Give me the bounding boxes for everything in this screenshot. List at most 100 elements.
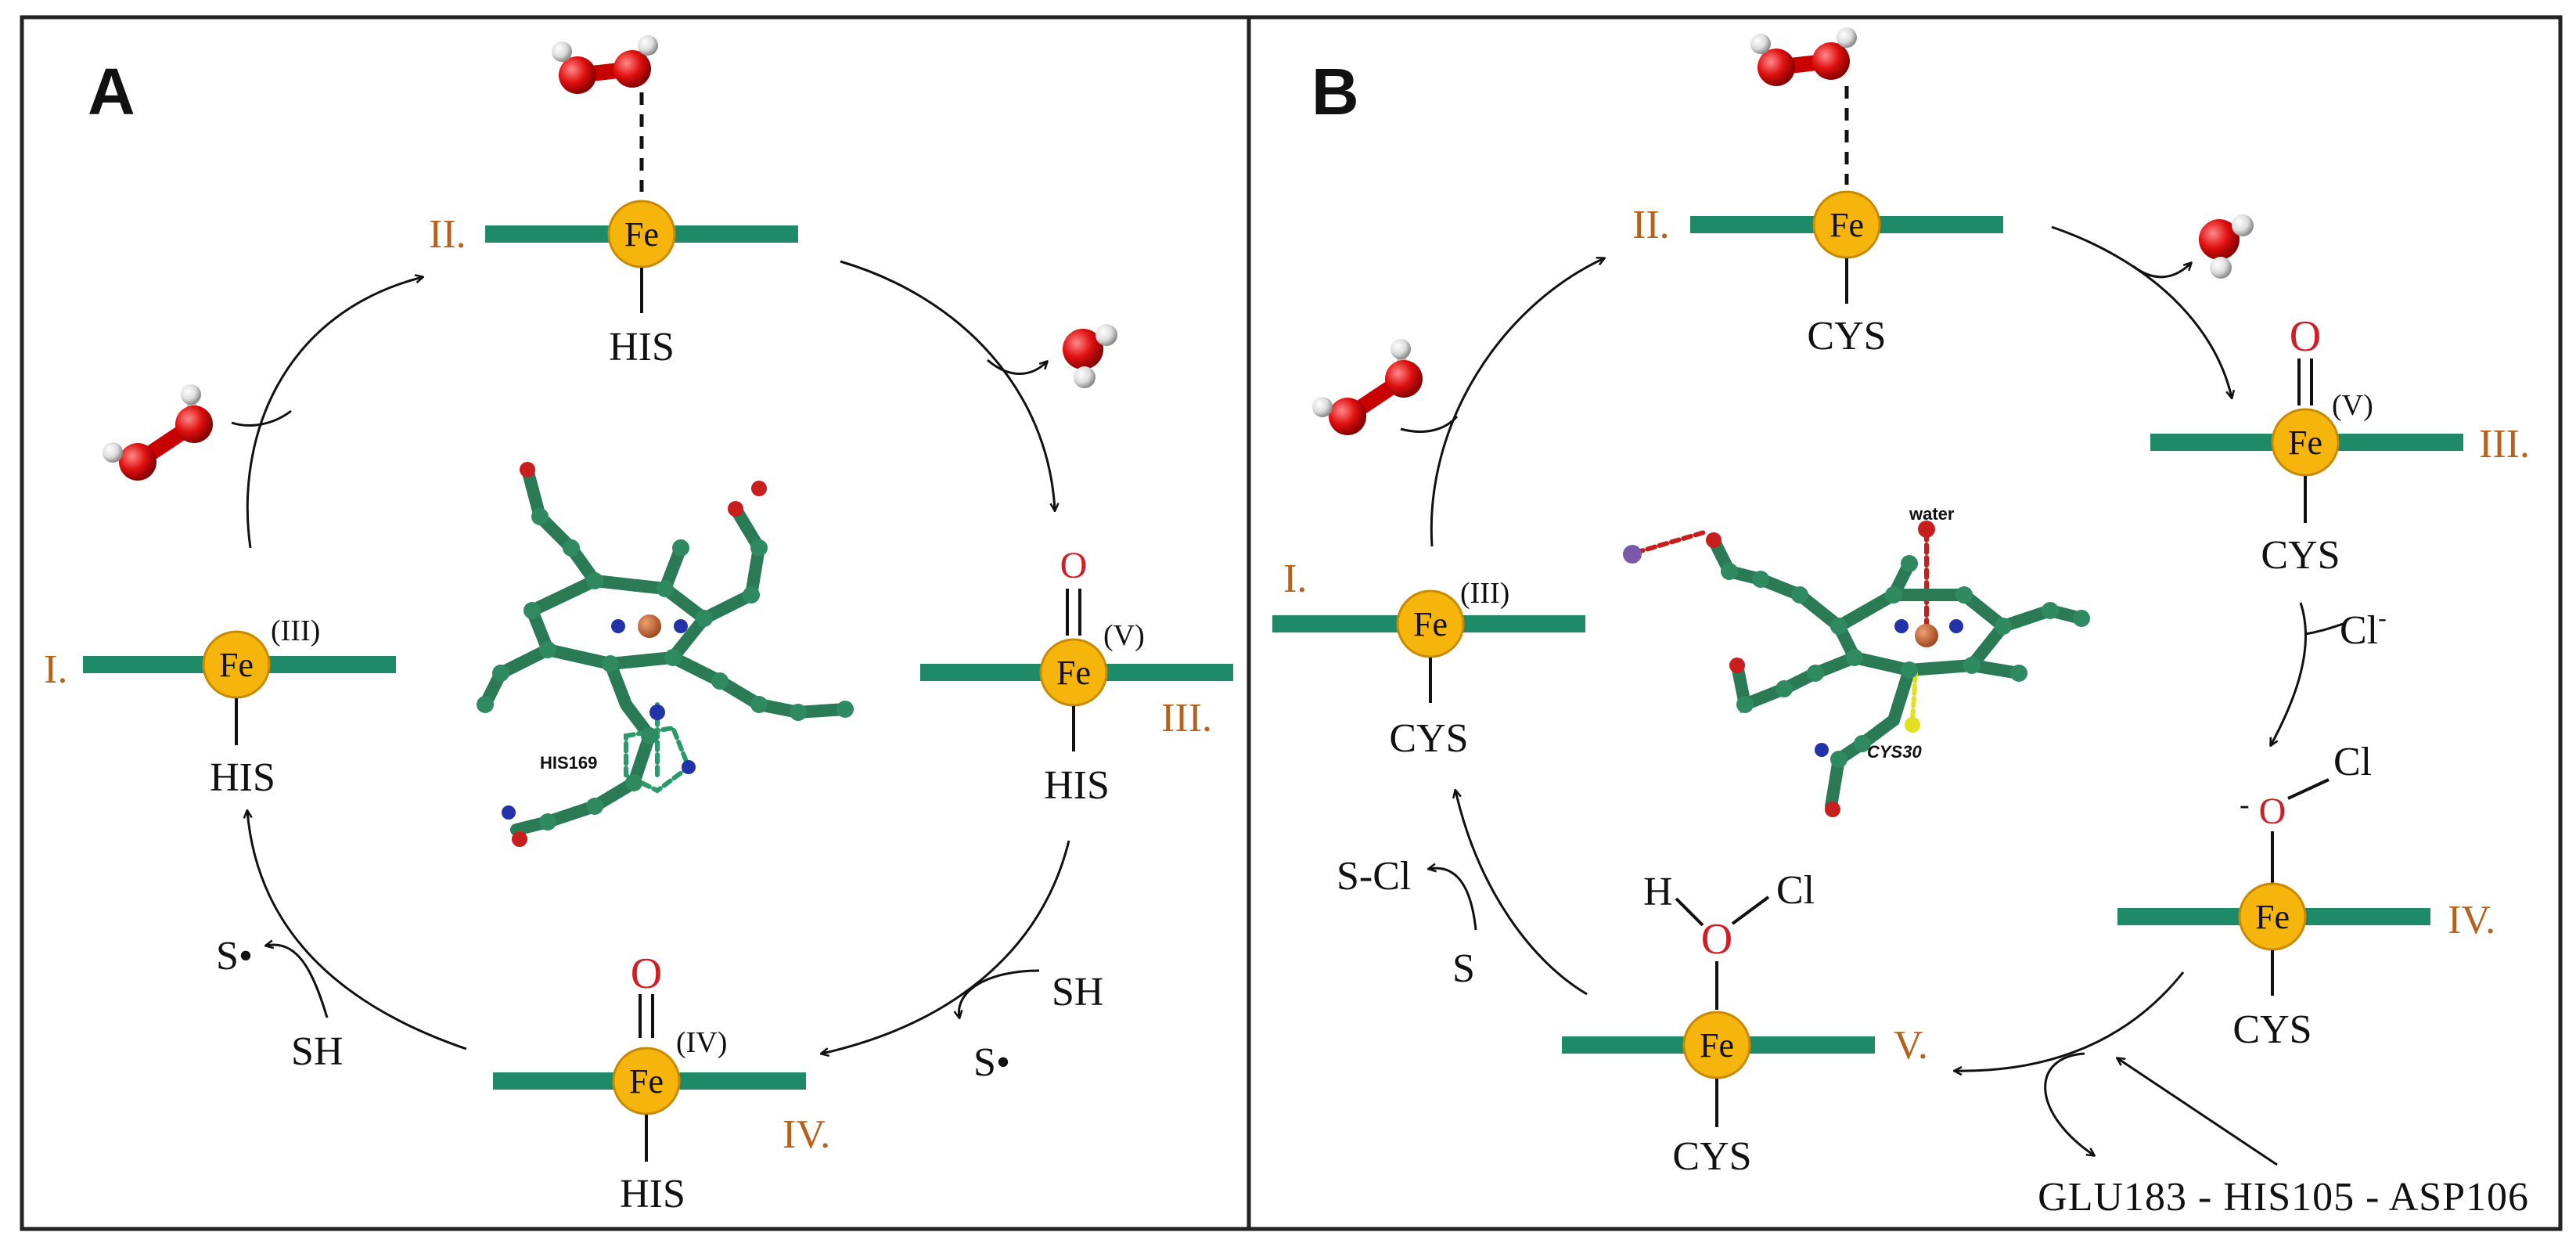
state-numeral: IV. xyxy=(2448,898,2495,942)
panel-b-state-5: H O Cl Fe CYS V. xyxy=(1562,868,1928,1179)
heme-structure-model: HIS169 xyxy=(477,462,854,847)
state-numeral: III. xyxy=(2479,422,2530,467)
chlorine-label: Cl xyxy=(2333,740,2372,784)
oxidation-state-label: (V) xyxy=(1103,619,1145,652)
arrow-v-to-i xyxy=(1455,791,1588,996)
panel-b: B Fe CYS II. O Fe (V) CYS III. - xyxy=(1272,27,2530,1220)
iron-label: Fe xyxy=(1829,206,1864,244)
panel-b-frame xyxy=(1247,15,2563,1231)
arrow-chlorination xyxy=(1429,868,1477,931)
oxygen-label: O xyxy=(1701,915,1732,964)
panel-a-state-3: O Fe (V) HIS III. xyxy=(920,545,1233,808)
arrow-triad-assist xyxy=(2117,1058,2278,1166)
chlorine-label: Cl xyxy=(1776,868,1815,913)
axial-ligand-label: HIS xyxy=(1044,763,1110,808)
axial-ligand-label: HIS xyxy=(210,755,275,800)
arrow-substrate-oxidation-2 xyxy=(266,945,329,1018)
oxo-oxygen-label: O xyxy=(2290,312,2321,361)
iron-label: Fe xyxy=(1413,605,1448,643)
panel-b-state-2: Fe CYS II. xyxy=(1632,27,2003,359)
radical-label: S• xyxy=(216,934,253,978)
axial-ligand-label: CYS xyxy=(1389,716,1468,761)
arrow-water-release xyxy=(2132,263,2191,279)
iron-label: Fe xyxy=(219,646,254,684)
catalytic-triad-label: GLU183 - HIS105 - ASP106 xyxy=(2038,1175,2529,1220)
iron-label: Fe xyxy=(624,215,659,254)
hydrogen-peroxide-molecule xyxy=(552,35,658,94)
axial-ligand-label: HIS xyxy=(620,1172,685,1216)
hydrogen-peroxide-molecule xyxy=(1750,27,1857,86)
axial-ligand-label: CYS xyxy=(2261,533,2340,578)
arrow-h2o2-entry xyxy=(231,409,292,427)
state-numeral: I. xyxy=(1283,557,1307,601)
oxidation-state-label: (IV) xyxy=(676,1026,727,1059)
o-cl-bond xyxy=(2287,778,2330,800)
iron-center xyxy=(1396,589,1465,658)
state-numeral: II. xyxy=(429,212,466,257)
panel-a-state-1: Fe (III) HIS I. xyxy=(44,614,396,800)
panel-a-state-2: Fe HIS II. xyxy=(429,35,798,369)
axial-ligand-label: CYS xyxy=(2232,1007,2312,1052)
arrow-i-to-ii xyxy=(246,277,423,549)
axial-ligand-label: CYS xyxy=(1807,314,1886,359)
hydrogen-peroxide-molecule xyxy=(103,384,213,481)
state-numeral: II. xyxy=(1632,203,1670,247)
iron-label: Fe xyxy=(1056,654,1091,692)
iron-center xyxy=(2271,408,2340,477)
water-molecule xyxy=(2199,214,2254,279)
h-o-bond xyxy=(1675,897,1704,927)
substrate-label: SH xyxy=(291,1029,343,1074)
panel-b-state-3: O Fe (V) CYS III. xyxy=(2150,312,2530,578)
iron-center xyxy=(202,630,271,699)
panel-a: A Fe HIS II. O Fe (V) HIS III. O xyxy=(44,35,1233,1216)
axial-ligand-label: HIS xyxy=(609,325,675,369)
panel-b-letter: B xyxy=(1311,55,1359,128)
arrow-iii-to-iv xyxy=(822,840,1070,1054)
panel-a-letter: A xyxy=(88,55,135,128)
iron-label: Fe xyxy=(629,1062,664,1101)
arrow-chloride-entry xyxy=(2304,622,2347,636)
arrow-ii-to-iii xyxy=(840,260,1055,510)
residue-label: CYS30 xyxy=(1867,742,1922,762)
arrow-iv-to-i xyxy=(247,811,467,1050)
state-numeral: IV. xyxy=(783,1112,830,1157)
water-label: water xyxy=(1909,504,1955,524)
oxidation-state-label: (III) xyxy=(271,614,320,647)
chloride-label: Cl- xyxy=(2340,604,2387,653)
state-numeral: V. xyxy=(1894,1023,1928,1068)
iron-label: Fe xyxy=(2255,898,2290,936)
arrow-h2o2-entry xyxy=(1400,415,1459,433)
water-molecule xyxy=(1063,324,1117,388)
oxygen-label: O xyxy=(2259,791,2286,832)
axial-ligand-label: CYS xyxy=(1672,1134,1751,1179)
iron-center xyxy=(1682,1011,1751,1079)
residue-label: HIS169 xyxy=(540,753,597,773)
arrow-i-to-ii xyxy=(1430,258,1604,547)
arrow-iii-to-iv xyxy=(2271,602,2307,745)
state-numeral: I. xyxy=(44,647,67,692)
iron-center xyxy=(2238,882,2307,951)
arrow-ii-to-iii xyxy=(2051,225,2232,398)
arrow-water-release xyxy=(987,359,1047,375)
iron-center xyxy=(1812,190,1881,259)
hydrogen-peroxide-molecule xyxy=(1312,339,1423,435)
hydrogen-label: H xyxy=(1643,870,1673,914)
state-numeral: III. xyxy=(1161,696,1212,741)
radical-label: S• xyxy=(973,1040,1010,1085)
arrow-triad-loop xyxy=(2044,1052,2094,1155)
chloride-symbol: Cl xyxy=(2340,608,2378,653)
iron-center xyxy=(1039,638,1108,707)
substrate-label: SH xyxy=(1052,970,1103,1014)
panel-b-state-4: - O Cl Fe CYS IV. xyxy=(2117,740,2495,1052)
iron-center xyxy=(607,200,676,268)
panel-a-state-4: O Fe (IV) HIS IV. xyxy=(493,950,830,1216)
substrate-label: S xyxy=(1452,946,1475,991)
chloride-charge: - xyxy=(2378,604,2387,632)
oxidation-state-label: (III) xyxy=(1460,577,1509,610)
o-cl-bond xyxy=(1731,895,1770,925)
iron-center xyxy=(612,1047,681,1115)
oxo-oxygen-label: O xyxy=(631,950,662,998)
oxidation-state-label: (V) xyxy=(2332,389,2373,422)
